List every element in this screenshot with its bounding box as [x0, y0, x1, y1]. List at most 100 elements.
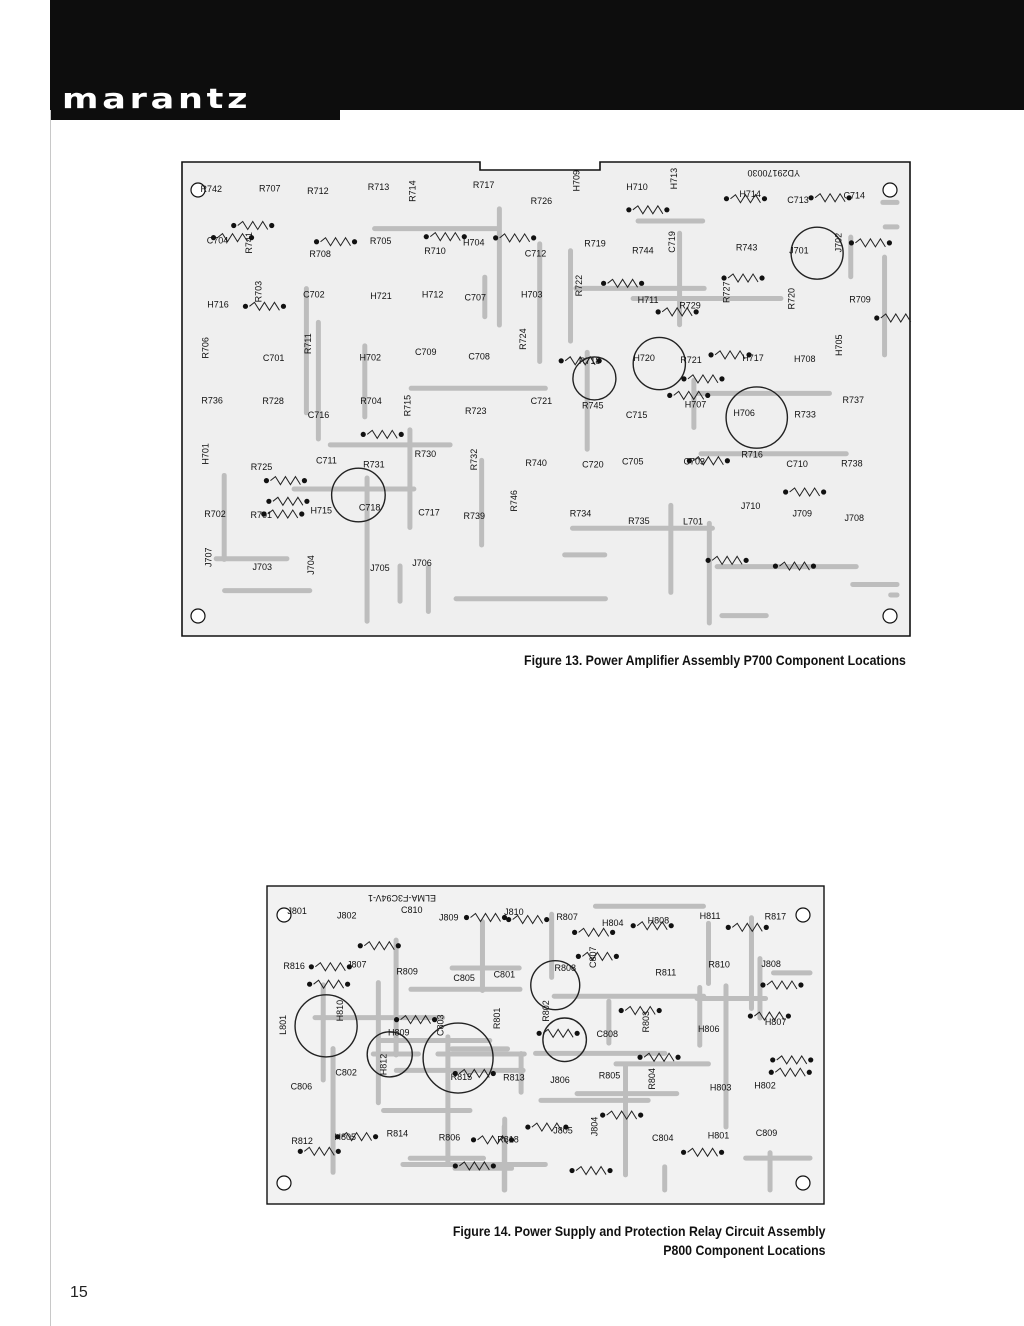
pcb-solder-pad [725, 924, 731, 930]
pcb-resistor-symbol [643, 1052, 675, 1063]
pcb-component-label: J805 [553, 1126, 573, 1136]
pcb-resistor-symbol [766, 980, 798, 990]
pcb-component-label: C710 [786, 459, 808, 469]
pcb-component-label: H701 [200, 443, 210, 465]
pcb-component-label: R730 [415, 449, 437, 459]
pcb-component-label: R717 [473, 180, 495, 190]
pcb-component-label: R735 [628, 516, 650, 526]
pcb-component-label: R805 [599, 1071, 621, 1081]
pcb-component-label: R815 [451, 1072, 473, 1082]
pcb-component-label: H812 [379, 1054, 389, 1076]
pcb-p700-traces [190, 182, 912, 626]
pcb-component-label: R715 [402, 395, 412, 417]
pcb-resistor-symbol [789, 487, 821, 497]
pcb-component-label: R737 [843, 395, 865, 405]
pcb-resistor-symbol [880, 313, 912, 323]
pcb-solder-pad [299, 511, 305, 517]
pcb-component-label: C707 [465, 292, 487, 302]
pcb-capacitor-outline [422, 1022, 494, 1094]
page-edge-rule [50, 110, 51, 1326]
pcb-component-label: R725 [251, 462, 273, 472]
pcb-solder-pad [248, 235, 255, 241]
pcb-component-label: R709 [849, 295, 871, 305]
pcb-solder-pad [743, 557, 749, 563]
pcb-resistor-symbol [400, 1014, 431, 1025]
pcb-component-label: C712 [525, 249, 547, 259]
pcb-component-label: H704 [463, 237, 485, 247]
pcb-component-label: R817 [765, 911, 787, 921]
pcb-solder-pad [768, 1069, 774, 1075]
pcb-resistor-symbol [711, 555, 743, 566]
pcb-component-label: R744 [632, 246, 654, 256]
pcb-component-label: R738 [841, 458, 863, 468]
pcb-component-label: J804 [589, 1117, 599, 1137]
pcb-solder-pad [772, 563, 779, 569]
pcb-component-label: C810 [401, 905, 423, 915]
pcb-solder-pad [705, 392, 711, 399]
pcb-capacitor-outline [572, 356, 617, 401]
pcb-component-label: C708 [468, 352, 490, 362]
pcb-component-label: R812 [291, 1136, 313, 1146]
pcb-solder-pad [304, 498, 310, 504]
pcb-solder-pad [693, 309, 699, 315]
pcb-component-label: R732 [469, 449, 479, 471]
pcb-component-label: L701 [683, 517, 703, 527]
pcb-component-label: R713 [368, 182, 390, 192]
pcb-component-label: R707 [259, 184, 281, 194]
pcb-component-label: H707 [685, 400, 707, 410]
pcb-component-label: R719 [584, 238, 606, 248]
pcb-component-label: C703 [683, 457, 705, 467]
pcb-component-label: H702 [359, 352, 381, 362]
pcb-solder-pad [783, 489, 789, 495]
pcb-component-label: R705 [370, 236, 392, 246]
pcb-resistor-symbol [217, 232, 248, 243]
pcb-resistor-symbol [270, 475, 301, 486]
pcb-component-label: R711 [303, 333, 313, 354]
pcb-resistor-symbol [624, 1005, 656, 1016]
pcb-component-label: H709 [572, 170, 582, 192]
pcb-solder-pad [470, 1137, 477, 1143]
pcb-component-label: C808 [597, 1029, 619, 1039]
pcb-solder-pad [607, 1167, 613, 1174]
pcb-solder-pad [675, 1054, 681, 1060]
pcb-solder-pad [848, 240, 855, 246]
pcb-component-label: H805 [334, 1132, 356, 1142]
pcb-resistor-symbol [477, 1134, 508, 1145]
pcb-component-label: J703 [253, 562, 273, 572]
pcb-mounting-hole [276, 1175, 292, 1191]
pcb-solder-pad [372, 1134, 379, 1140]
pcb-solder-pad [638, 280, 645, 286]
pcb-component-label: R804 [647, 1068, 657, 1090]
pcb-solder-pad [746, 352, 752, 358]
pcb-solder-pad [334, 1134, 341, 1140]
pcb-component-label: R721 [680, 355, 702, 365]
pcb-mounting-hole [795, 1175, 811, 1191]
pcb-component-label: J808 [761, 959, 781, 969]
pcb-solder-pad [301, 478, 308, 484]
pcb-component-label: H807 [765, 1017, 787, 1027]
pcb-solder-pad [806, 1069, 812, 1075]
page-number: 15 [70, 1284, 88, 1301]
pcb-component-label: R814 [387, 1128, 409, 1138]
pcb-solder-pad [705, 557, 711, 563]
pcb-component-label: H716 [207, 300, 229, 310]
pcb-component-label: C713 [787, 195, 809, 205]
pcb-component-label: C702 [303, 289, 325, 299]
pcb-component-label: J704 [306, 555, 316, 575]
pcb-resistor-symbol [429, 231, 461, 242]
pcb-solder-pad [785, 1013, 791, 1019]
pcb-p800-traces [276, 903, 814, 1193]
pcb-solder-pad [242, 303, 249, 309]
pcb-solder-pad [263, 478, 270, 484]
pcb-solder-pad [351, 239, 358, 245]
pcb-component-label: R702 [204, 509, 226, 519]
pcb-component-label: C709 [415, 347, 437, 357]
pcb-component-label: R736 [201, 395, 223, 405]
pcb-component-label: C721 [531, 396, 553, 406]
pcb-component-label: R733 [794, 409, 816, 419]
pcb-component-label: R708 [309, 249, 331, 259]
pcb-component-label: C802 [335, 1067, 357, 1077]
pcb-solder-pad [563, 1124, 569, 1130]
pcb-solder-pad [760, 982, 766, 988]
